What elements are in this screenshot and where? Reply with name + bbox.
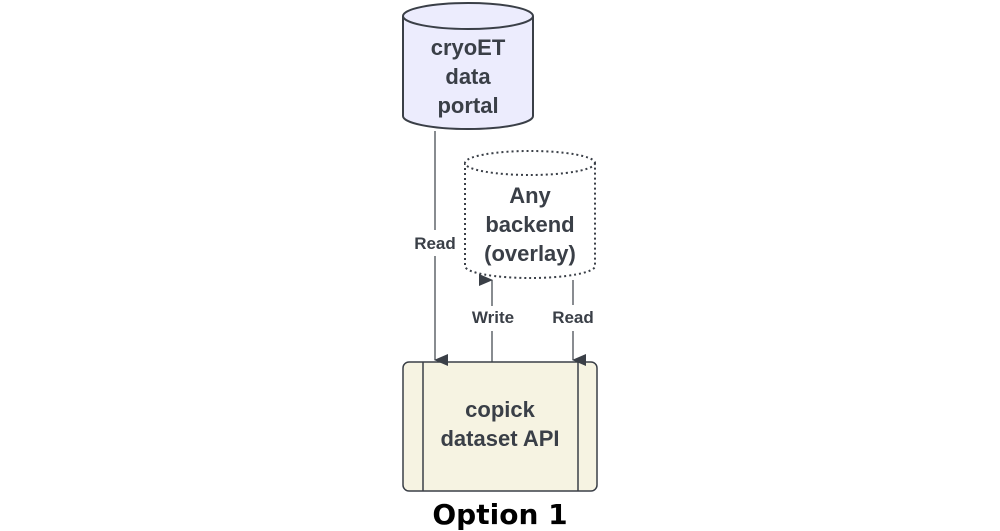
edge-backend-read: Read [552,280,594,366]
edge-backend-write: Write [472,274,514,362]
portal-cylinder-body [402,16,534,130]
api-label-line-1: copick [465,397,535,422]
api-box: copick dataset API [402,361,598,492]
api-label-line-2: dataset API [440,426,559,451]
backend-label-line-3: (overlay) [484,241,576,266]
diagram-caption: Option 1 [432,498,567,531]
portal-label-line-2: data [445,64,491,89]
edge-portal-read: Read [414,131,456,366]
backend-cylinder: Any backend (overlay) [464,150,596,279]
backend-label-line-2: backend [485,212,574,237]
backend-cylinder-body [464,163,596,279]
backend-label-line-1: Any [509,183,551,208]
edge-portal-read-label: Read [414,234,456,253]
edge-backend-read-label: Read [552,308,594,327]
portal-label-line-3: portal [437,93,498,118]
portal-cylinder-top [402,2,534,30]
portal-cylinder: cryoET data portal [402,2,534,130]
portal-label-line-1: cryoET [431,35,506,60]
api-box-outline [402,361,598,492]
backend-cylinder-top [464,150,596,176]
edge-backend-write-label: Write [472,308,514,327]
